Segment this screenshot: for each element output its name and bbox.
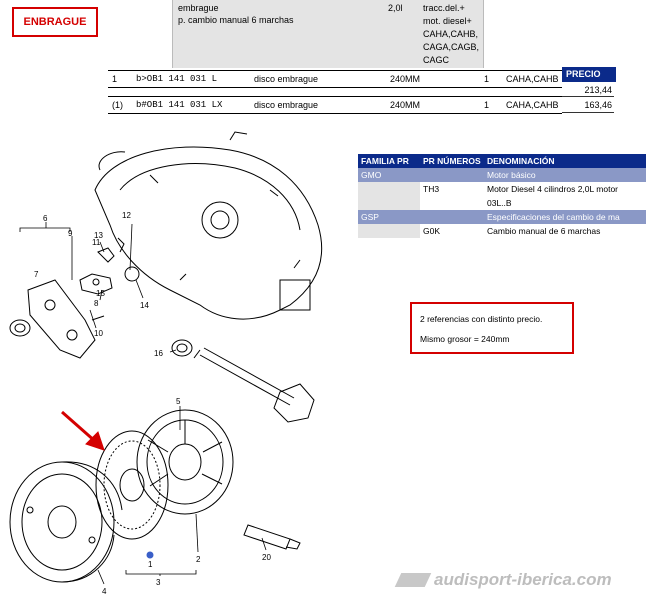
spec-number xyxy=(420,210,484,224)
part-codes: CAHA,CAHB xyxy=(506,74,559,84)
watermark-text: audisport-iberica.com xyxy=(434,570,612,589)
note-box: 2 referencias con distinto precio. Mismo… xyxy=(410,302,574,354)
spec-group-row: GMO Motor básico xyxy=(358,168,646,182)
small-parts xyxy=(79,237,140,321)
grease-tube xyxy=(243,524,301,550)
note-line: mot. diesel+ xyxy=(423,16,472,26)
callout-label: 14 xyxy=(140,301,149,310)
callout-label: 20 xyxy=(262,553,271,562)
spec-row: G0K Cambio manual de 6 marchas xyxy=(358,224,646,238)
note-line: tracc.del.+ xyxy=(423,3,465,13)
note-text: 2 referencias con distinto precio. xyxy=(420,314,543,324)
part-size: 240MM xyxy=(390,100,421,110)
parts-row-2[interactable] xyxy=(108,96,562,114)
callout-label: 1 xyxy=(148,560,153,569)
callout-label: 4 xyxy=(102,587,107,596)
part-pos: (1) xyxy=(112,100,123,110)
spec-denomination: Motor básico xyxy=(484,168,646,182)
note-text: Mismo grosor = 240mm xyxy=(420,334,510,344)
callout-label: 11 xyxy=(92,238,101,247)
spec-denomination: Especificaciones del cambio de ma xyxy=(484,210,646,224)
bell-housing xyxy=(94,131,323,320)
spec-denomination: Motor Diesel 4 cilindros 2,0L motor xyxy=(484,182,646,196)
displacement-block xyxy=(384,0,420,68)
spec-number xyxy=(420,168,484,182)
price-cell xyxy=(562,98,614,113)
desc-line1: embrague xyxy=(178,3,219,13)
spec-number xyxy=(420,196,484,210)
spec-header: PR NÚMEROS xyxy=(420,154,484,168)
callout-label: 2 xyxy=(196,555,201,564)
pressure-plate xyxy=(136,409,234,515)
callout-label: 10 xyxy=(94,329,103,338)
spec-family: GMO xyxy=(358,168,420,182)
part-size: 240MM xyxy=(390,74,421,84)
part-codes: CAHA,CAHB xyxy=(506,100,559,110)
spec-header: DENOMINACIÓN xyxy=(484,154,646,168)
input-shaft xyxy=(193,347,315,423)
part-number: b#OB1 141 031 LX xyxy=(136,100,223,110)
watermark: audisport-iberica.com xyxy=(394,570,638,590)
flywheel xyxy=(9,461,123,583)
clutch-disc xyxy=(95,430,169,559)
spec-family xyxy=(358,182,420,196)
displacement: 2,0l xyxy=(388,3,403,13)
callout-label: 7 xyxy=(34,270,39,279)
callout-label: 8 xyxy=(94,299,99,308)
part-number: b>OB1 141 031 L xyxy=(136,74,218,84)
desc-line2: p. cambio manual 6 marchas xyxy=(178,15,294,25)
callout-label: 16 xyxy=(154,349,163,358)
spec-denomination: 03L..B xyxy=(484,196,646,210)
spec-table: FAMILIA PR PR NÚMEROS DENOMINACIÓN GMO M… xyxy=(358,154,646,238)
note-line: CAGA,CAGB, xyxy=(423,42,480,52)
part-price: 163,46 xyxy=(584,100,612,110)
exploded-diagram: 1 2 3 4 5 6 7 8 9 10 11 12 13 14 15 16 2… xyxy=(9,131,323,596)
part-desc: disco embrague xyxy=(254,100,319,110)
callout-label: 5 xyxy=(176,397,181,406)
callout-label: 6 xyxy=(43,214,48,223)
spec-family xyxy=(358,196,420,210)
parts-row-1[interactable] xyxy=(108,70,562,88)
notes-block xyxy=(419,0,484,68)
spec-row: 03L..B xyxy=(358,196,646,210)
spec-header: FAMILIA PR xyxy=(358,154,420,168)
part-price: 213,44 xyxy=(584,85,612,95)
spec-number: G0K xyxy=(420,224,484,238)
red-arrow xyxy=(61,410,105,451)
watermark-logo-icon xyxy=(394,573,432,587)
callout-label: 13 xyxy=(94,231,103,240)
spec-group-row: GSP Especificaciones del cambio de ma xyxy=(358,210,646,224)
spec-denomination: Cambio manual de 6 marchas xyxy=(484,224,646,238)
callout-label: 15 xyxy=(96,289,105,298)
spec-family xyxy=(358,224,420,238)
callout-label: 3 xyxy=(156,578,161,587)
release-bracket xyxy=(9,279,96,359)
price-header: PRECIO xyxy=(562,67,616,82)
part-qty: 1 xyxy=(484,74,490,84)
spec-row: TH3 Motor Diesel 4 cilindros 2,0L motor xyxy=(358,182,646,196)
price-cell xyxy=(562,83,614,97)
spec-number: TH3 xyxy=(420,182,484,196)
note-line: CAGC xyxy=(423,55,450,65)
note-line: CAHA,CAHB, xyxy=(423,29,479,39)
callout-label: 12 xyxy=(122,211,131,220)
page-title: ENBRAGUE xyxy=(12,7,98,37)
part-qty: 1 xyxy=(484,100,490,110)
spec-family: GSP xyxy=(358,210,420,224)
desc-block xyxy=(172,0,386,68)
part-pos: 1 xyxy=(112,74,118,84)
part-desc: disco embrague xyxy=(254,74,319,84)
callout-label: 9 xyxy=(68,229,73,238)
seal-ring xyxy=(171,339,193,357)
